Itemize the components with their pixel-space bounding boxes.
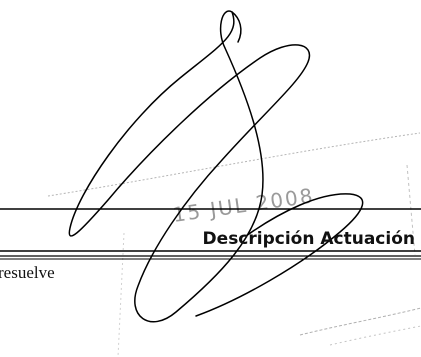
faint-stroke-bottom: [299, 307, 421, 336]
handwritten-signature: [68, 10, 364, 323]
table-header: Descripción Actuación: [0, 209, 421, 261]
faint-stroke-bottom-2: [329, 325, 421, 346]
faint-stroke-top: [47, 132, 421, 197]
column-header-descripcion-actuacion: Descripción Actuación: [202, 229, 415, 249]
table-cell-text: resuelve: [0, 263, 55, 282]
faint-stroke-left: [117, 232, 125, 357]
